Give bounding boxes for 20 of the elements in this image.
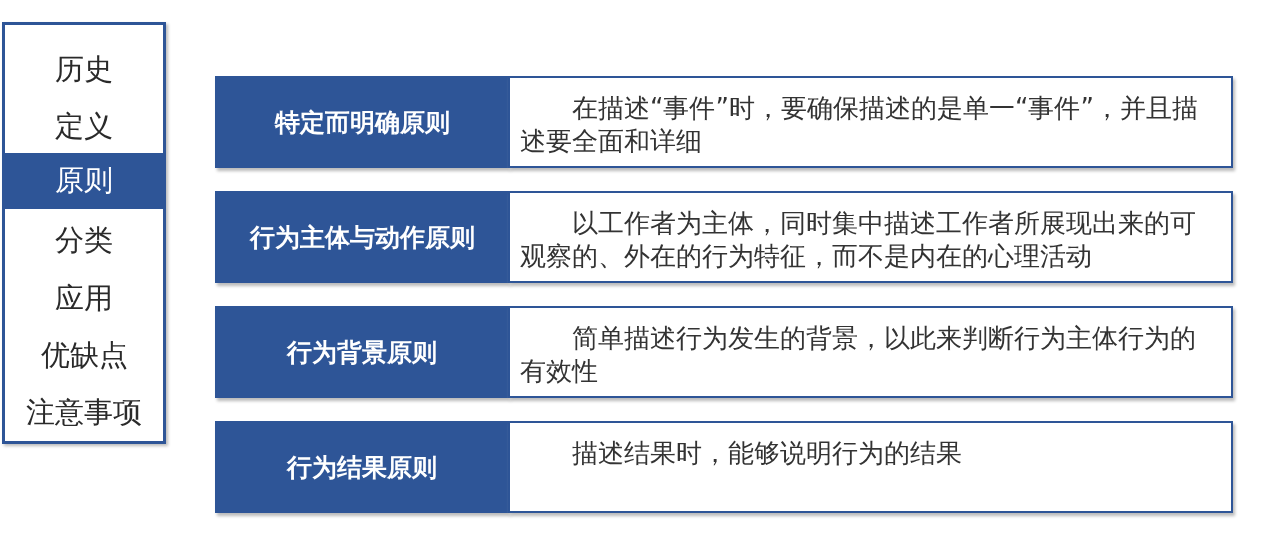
menu-item-active: 原则 — [5, 153, 163, 209]
menu-item: 分类 — [55, 222, 113, 259]
description-text: 在描述“事件”时，要确保描述的是单一“事件”，并且描述要全面和详细 — [520, 92, 1199, 158]
menu-item: 优缺点 — [40, 337, 128, 374]
description-box — [508, 306, 1233, 398]
menu-item: 历史 — [55, 51, 113, 88]
menu-item: 应用 — [55, 280, 113, 317]
description-box — [508, 191, 1233, 283]
description-text: 以工作者为主体，同时集中描述工作者所展现出来的可观察的、外在的行为特征，而不是内在的心理活动 — [520, 207, 1197, 273]
principle-title-box: 行为主体与动作原则 — [215, 191, 509, 283]
description-text: 描述结果时，能够说明行为的结果 — [571, 437, 963, 470]
menu-item: 注意事项 — [26, 394, 142, 431]
principle-title-box: 行为背景原则 — [215, 306, 509, 398]
menu-panel — [2, 22, 166, 444]
description-text: 简单描述行为发生的背景，以此来判断行为主体行为的有效性 — [520, 322, 1197, 388]
principle-title-box: 特定而明确原则 — [215, 76, 509, 168]
principle-title-box: 行为结果原则 — [215, 421, 509, 513]
description-box — [508, 76, 1233, 168]
menu-item: 定义 — [55, 108, 113, 145]
description-box — [508, 421, 1233, 513]
